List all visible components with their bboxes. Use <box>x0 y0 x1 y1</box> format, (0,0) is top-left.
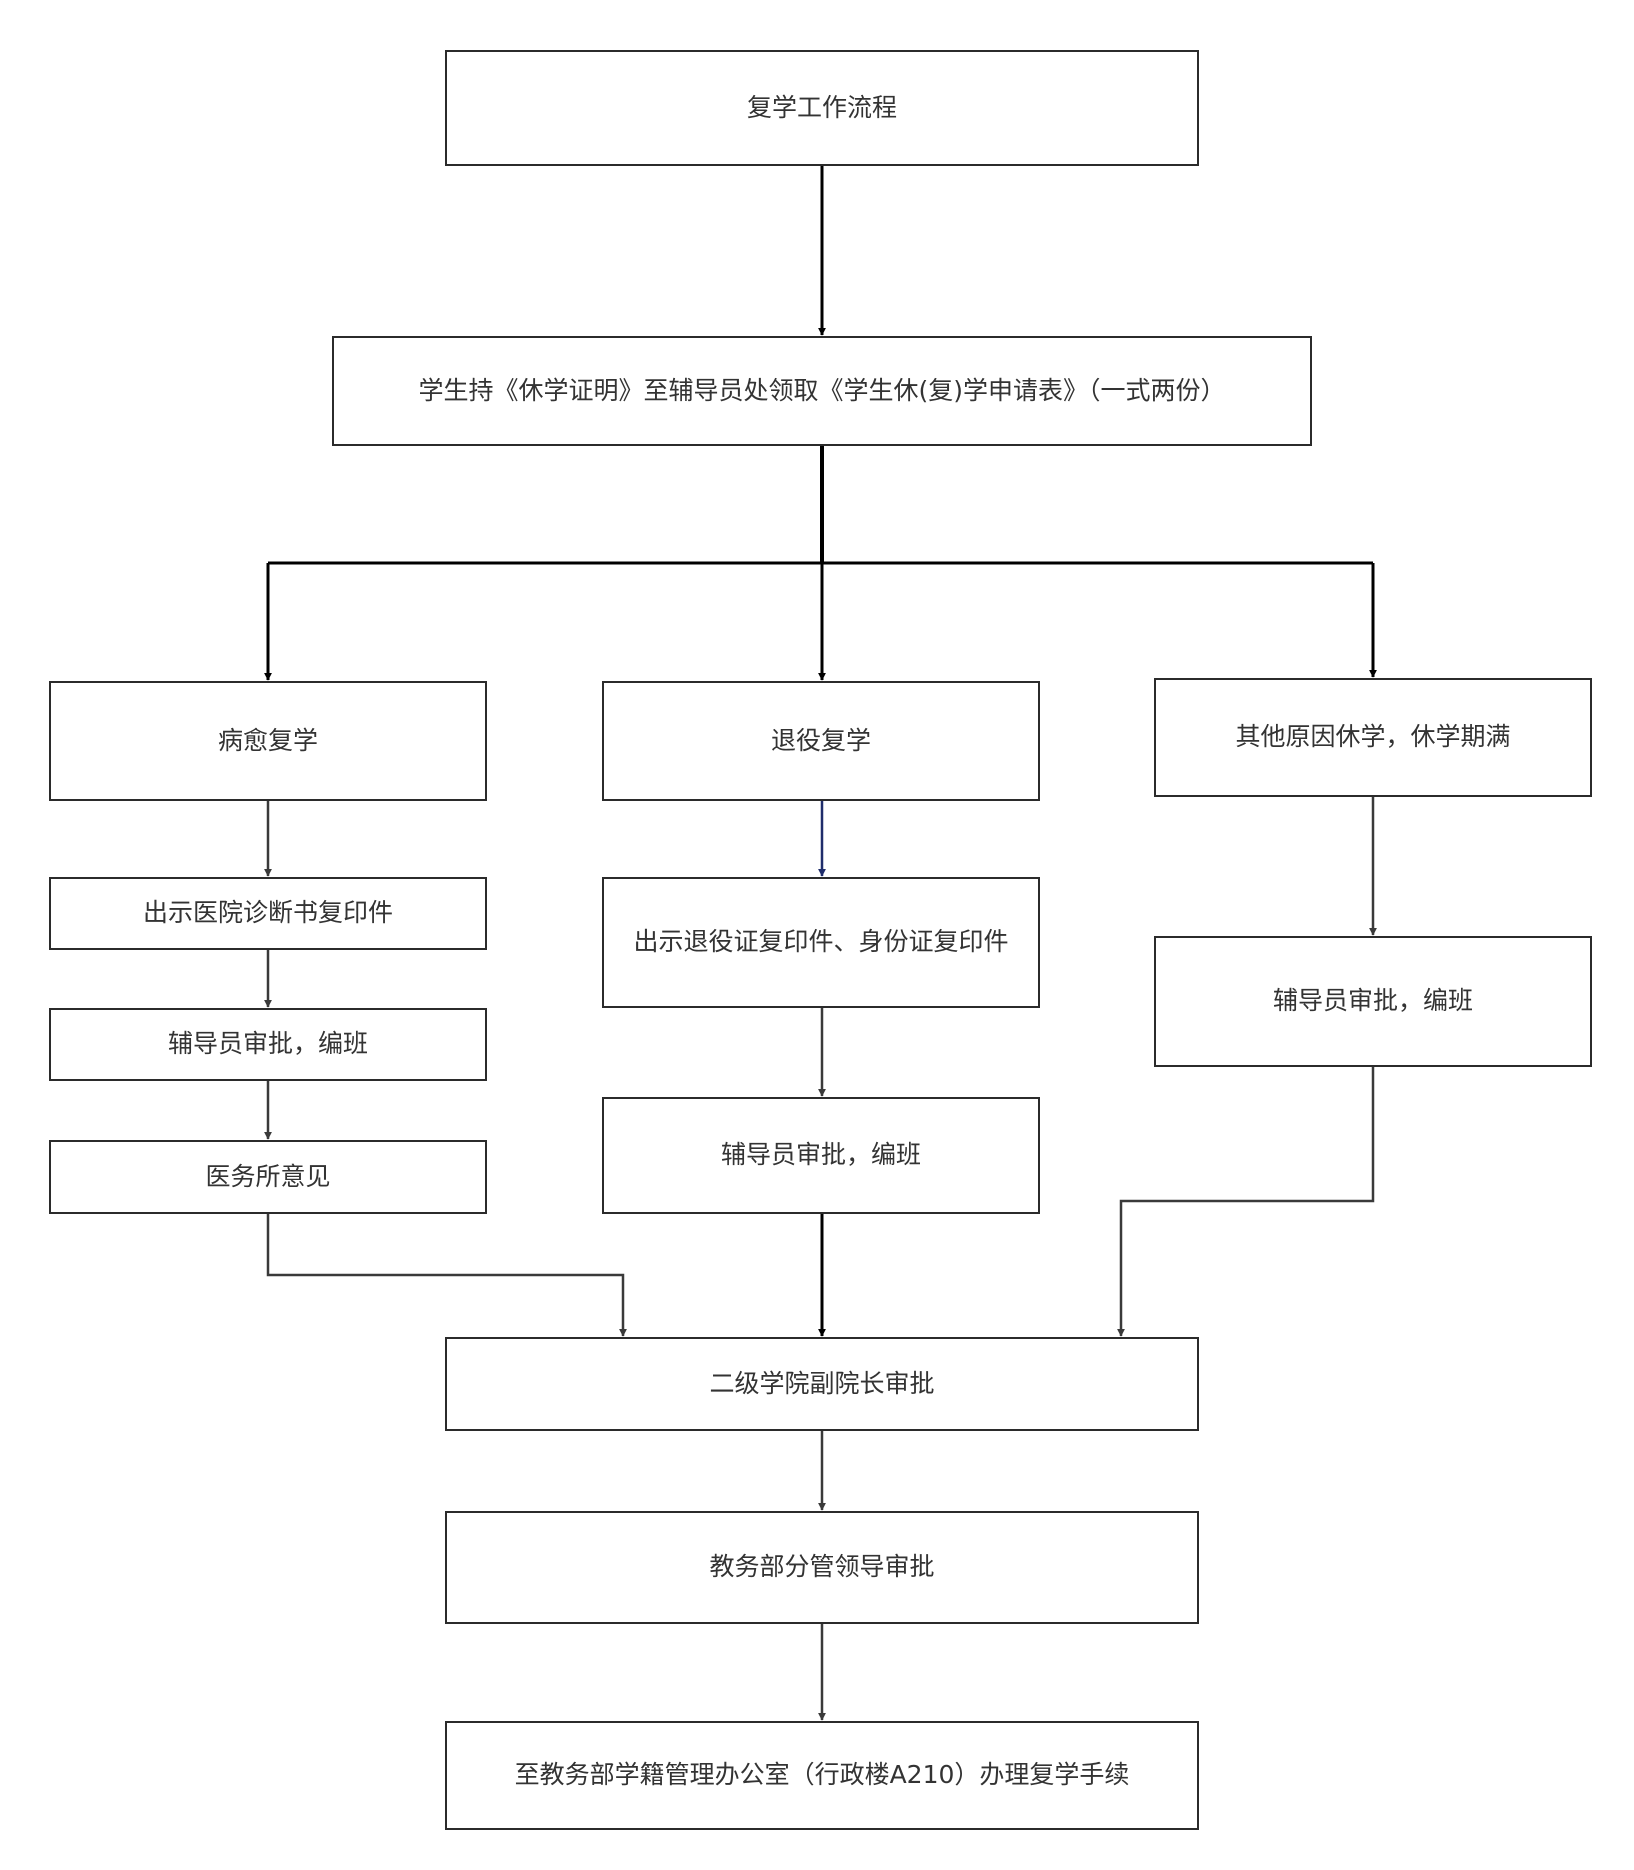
node-illness-counselor-label: 辅导员审批，编班 <box>167 1029 368 1059</box>
node-other-counselor: 辅导员审批，编班 <box>1154 936 1592 1067</box>
node-title-label: 复学工作流程 <box>746 92 897 122</box>
node-illness-resume-label: 病愈复学 <box>217 725 318 755</box>
node-academic-approval-label: 教务部分管领导审批 <box>709 1552 935 1582</box>
node-title: 复学工作流程 <box>445 50 1199 166</box>
node-hospital-copy-label: 出示医院诊断书复印件 <box>142 898 393 928</box>
node-veteran-resume-label: 退役复学 <box>770 725 871 755</box>
node-veteran-counselor: 辅导员审批，编班 <box>602 1097 1040 1214</box>
connector-other-counselor-to-dean <box>1117 1067 1375 1337</box>
node-final-procedure: 至教务部学籍管理办公室（行政楼A210）办理复学手续 <box>445 1721 1199 1830</box>
node-apply-form: 学生持《休学证明》至辅导员处领取《学生休(复)学申请表》（一式两份） <box>332 336 1312 446</box>
node-other-resume: 其他原因休学，休学期满 <box>1154 678 1592 797</box>
node-clinic-opinion: 医务所意见 <box>49 1140 487 1214</box>
node-hospital-copy: 出示医院诊断书复印件 <box>49 877 487 950</box>
node-academic-approval: 教务部分管领导审批 <box>445 1511 1199 1624</box>
node-illness-counselor: 辅导员审批，编班 <box>49 1008 487 1081</box>
node-illness-resume: 病愈复学 <box>49 681 487 801</box>
node-veteran-copy: 出示退役证复印件、身份证复印件 <box>602 877 1040 1008</box>
node-veteran-counselor-label: 辅导员审批，编班 <box>720 1140 921 1170</box>
connector-clinic-to-dean <box>266 1214 627 1337</box>
node-other-resume-label: 其他原因休学，休学期满 <box>1235 722 1511 752</box>
node-veteran-copy-label: 出示退役证复印件、身份证复印件 <box>633 927 1009 957</box>
node-final-procedure-label: 至教务部学籍管理办公室（行政楼A210）办理复学手续 <box>514 1760 1130 1790</box>
node-apply-form-label: 学生持《休学证明》至辅导员处领取《学生休(复)学申请表》（一式两份） <box>418 375 1226 405</box>
node-veteran-resume: 退役复学 <box>602 681 1040 801</box>
node-other-counselor-label: 辅导员审批，编班 <box>1272 986 1473 1016</box>
node-dean-approval: 二级学院副院长审批 <box>445 1337 1199 1431</box>
node-clinic-opinion-label: 医务所意见 <box>205 1161 331 1191</box>
node-dean-approval-label: 二级学院副院长审批 <box>709 1368 935 1398</box>
